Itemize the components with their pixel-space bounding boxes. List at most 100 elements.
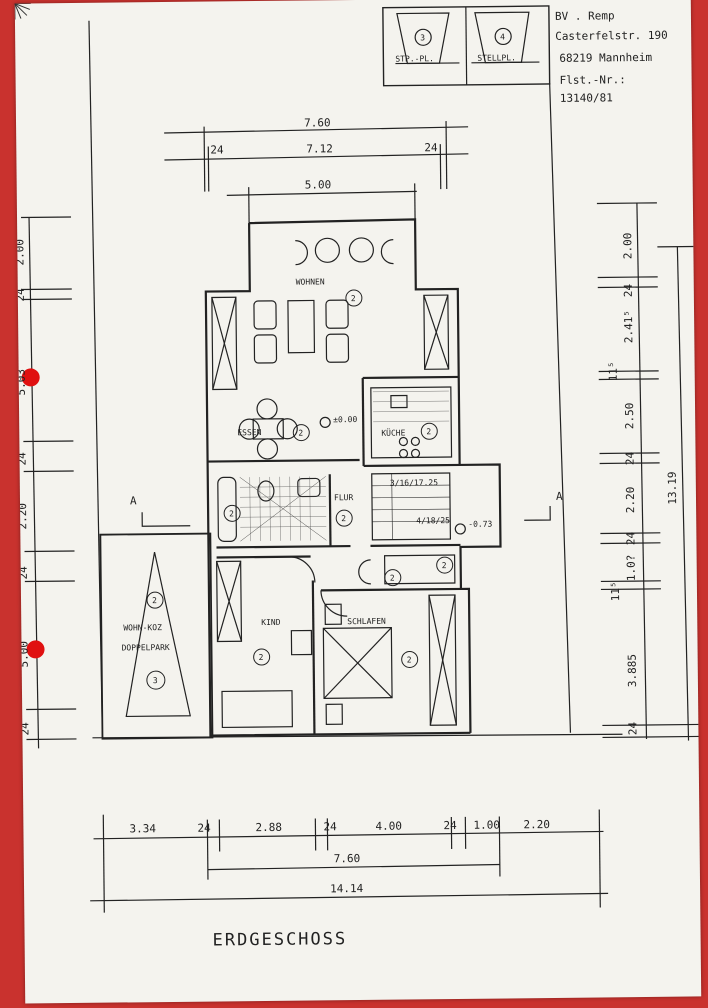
tree-top-2 [152, 98, 184, 130]
room-num-schlafen: 2 [407, 655, 412, 664]
level-label-2: -0.73 [468, 520, 492, 529]
room-num-kueche: 2 [426, 427, 431, 436]
parking-label-left: STP.-PL. [395, 54, 434, 63]
dim-tick-1 [204, 127, 205, 192]
bottom-dim-4: 24 [323, 820, 337, 833]
left-tick-2 [22, 289, 72, 290]
room-num-wc: 2 [390, 574, 395, 583]
bottom-dim-6: 24 [443, 819, 457, 832]
stove-burner-4 [411, 449, 419, 457]
nightstand-1 [326, 704, 342, 724]
room-num-abst: 2 [442, 561, 447, 570]
wall-kitchen-west [363, 378, 364, 466]
wall-stair-south [370, 545, 460, 546]
dim-chain-left [29, 217, 39, 748]
right-tick-12 [602, 724, 701, 725]
room-label-schlafen: SCHLAFEN [347, 617, 386, 626]
left-tick-3 [22, 299, 72, 300]
top-dim-bay: 5.00 [305, 178, 332, 191]
wall-schlafen-north [321, 589, 461, 590]
left-tick-4 [23, 441, 73, 442]
stove-burner-2 [411, 437, 419, 445]
right-dim-8: 24 [624, 531, 637, 545]
parking-label-right: STELLPL. [477, 53, 516, 62]
left-dim-7: 5.00 [17, 641, 30, 668]
tree-left-3 [131, 364, 163, 396]
bottom-dim-8: 2.20 [523, 818, 550, 831]
right-dim-total: 13.19 [666, 472, 679, 505]
right-dim-7: 2.20 [624, 487, 637, 514]
tree-top-1 [121, 36, 153, 68]
garage-label-1: WOHN-KOZ [123, 623, 162, 632]
right-dim-9: 1.0? [625, 555, 638, 582]
bottom-dim-row2: 7.60 [334, 852, 361, 865]
stair-label-1: 3/16/17.25 [390, 478, 438, 488]
tile-hatch-2 [240, 476, 327, 541]
armchair-round-1 [315, 238, 339, 262]
room-num-garage-top: 2 [152, 596, 157, 605]
bottom-dim-row3: 14.14 [330, 882, 364, 895]
coffee-table [288, 300, 315, 352]
section-mark-right [524, 506, 550, 520]
desk-kind [291, 630, 311, 654]
left-tick-8 [26, 709, 76, 710]
left-dim-1: 2.00 [15, 239, 27, 266]
armchair-round-2 [349, 238, 373, 262]
section-letter-left: A [130, 494, 137, 507]
dim-row-2 [208, 865, 500, 870]
dining-chair-1 [257, 399, 277, 419]
lamp-arc-1 [295, 241, 307, 265]
room-label-flur: FLUR [334, 493, 354, 502]
left-tick-7 [25, 581, 75, 582]
left-dim-5: 2.20 [16, 503, 29, 530]
level-label-1: ±0.00 [333, 415, 357, 424]
sofa-seat-4 [326, 334, 348, 362]
left-dim-2: 24 [15, 288, 27, 302]
bottom-tick-1 [103, 815, 104, 913]
property-line-left [89, 21, 103, 738]
level-marker-1 [320, 417, 330, 427]
dim-row-1 [94, 831, 604, 838]
sofa-seat-2 [254, 335, 276, 363]
right-dim-3: 2.41⁵ [622, 310, 635, 343]
level-marker-2 [455, 524, 465, 534]
top-dim-inner: 7.12 [306, 142, 333, 155]
left-dim-6: 24 [17, 566, 30, 580]
room-num-garage: 3 [153, 676, 158, 685]
left-tick-6 [25, 551, 75, 552]
right-dim-10: 11⁵ [609, 581, 622, 601]
parking-divider [466, 7, 467, 85]
room-label-essen: ESSEN [237, 428, 261, 437]
dim-line-top-3 [227, 191, 417, 195]
section-letter-right: A [556, 490, 563, 503]
tree-left-2 [130, 264, 162, 296]
left-dim-8: 24 [18, 722, 31, 736]
garage-label-2: DOPPELPARK [121, 643, 169, 653]
wall-kitchen-south [364, 465, 460, 466]
toilet [258, 481, 274, 501]
room-label-kind: KIND [261, 618, 281, 627]
room-label-wohnen: WOHNEN [296, 277, 325, 286]
tree-left-4 [143, 404, 175, 436]
room-num-wohnen: 2 [351, 294, 356, 303]
room-num-essen: 2 [298, 429, 303, 438]
dim-chain-right-total [677, 247, 688, 741]
top-dim-wall-left: 24 [210, 143, 224, 156]
wall-bath-east [330, 474, 331, 546]
section-mark-left [142, 512, 190, 527]
property-line-right [550, 83, 571, 733]
right-dim-4: 11⁵ [607, 361, 620, 381]
room-num-bad: 2 [229, 509, 234, 518]
floor-plan-sheet: BV . Remp Casterfelstr. 190 68219 Mannhe… [15, 0, 701, 1004]
bottom-dim-7: 1.00 [473, 819, 500, 832]
header-line-2: Casterfelstr. 190 [555, 29, 668, 43]
room-num-flur: 2 [341, 514, 346, 523]
left-dim-3: 5.03 [15, 369, 28, 396]
stove-burner-3 [399, 449, 407, 457]
right-tick-13 [602, 736, 701, 737]
bottom-dim-3: 2.88 [255, 821, 282, 834]
wall-kind-east [313, 580, 315, 734]
dining-chair-4 [257, 439, 277, 459]
right-dim-5: 2.50 [623, 403, 636, 430]
